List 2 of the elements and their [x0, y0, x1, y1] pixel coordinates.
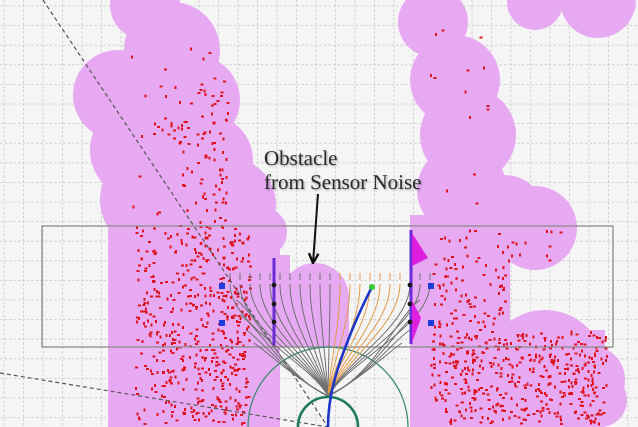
annotation-text: Obstacle from Sensor Noise [264, 146, 428, 194]
arrow [308, 194, 320, 264]
